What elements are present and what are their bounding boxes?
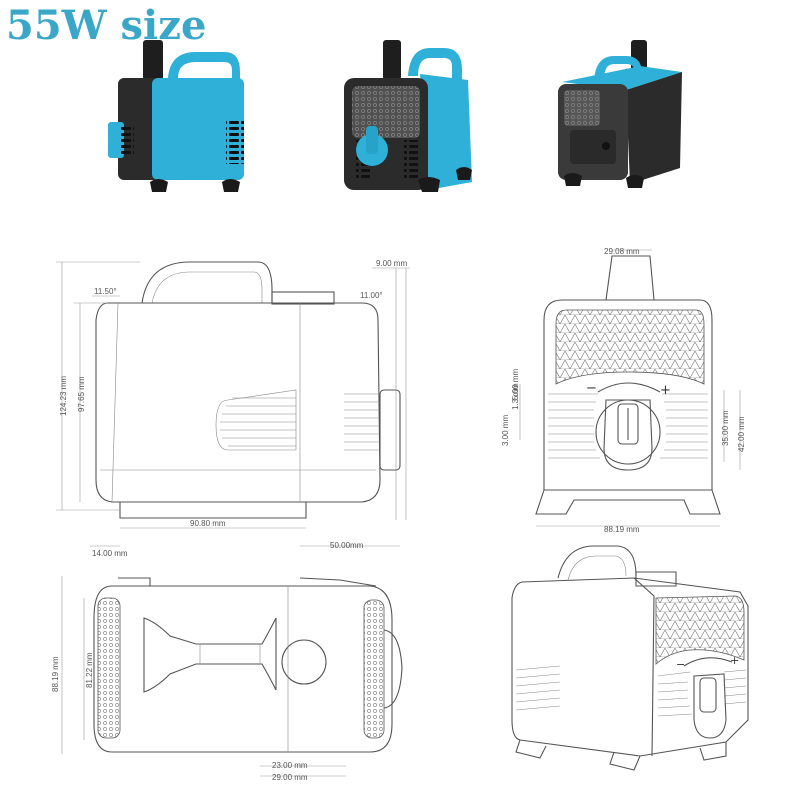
svg-text:+: + xyxy=(730,654,739,667)
svg-text:−: − xyxy=(586,381,597,396)
label-small-c: 3.00 mm xyxy=(501,415,510,446)
top-view-drawing xyxy=(61,576,403,777)
label-height-b: 42.00 mm xyxy=(737,416,746,452)
label-outlet-width: 29.08 mm xyxy=(604,247,640,256)
label-top-right: 9.00 mm xyxy=(376,259,407,268)
label-outlet-depth: 50.00mm xyxy=(330,541,364,550)
isometric-drawing: − + xyxy=(511,545,749,771)
label-small-a: 5.00 mm xyxy=(511,369,520,400)
svg-text:+: + xyxy=(660,383,671,398)
label-front-width: 88.19 mm xyxy=(604,525,640,534)
label-angle-right: 11.00° xyxy=(360,291,383,300)
label-height-body: 97.65 mm xyxy=(77,376,86,412)
photo-side-view xyxy=(108,40,244,192)
svg-text:−: − xyxy=(676,658,685,671)
page-title: 55W size xyxy=(6,2,207,49)
side-view-drawing xyxy=(56,261,410,547)
photo-rear-view xyxy=(558,40,682,188)
label-height-a: 35.00 mm xyxy=(721,410,730,446)
label-angle-left: 11.50° xyxy=(94,287,117,296)
label-small-b: 1.3 mm xyxy=(511,383,520,410)
label-base-length: 90.80 mm xyxy=(190,519,226,528)
label-top-depth-inner: 81.22 mm xyxy=(85,652,94,688)
front-view-drawing: − + xyxy=(519,249,741,527)
label-height-total: 124.23 mm xyxy=(59,376,68,416)
label-foot-offset: 14.00 mm xyxy=(92,549,128,558)
label-port-inner: 23.00 mm xyxy=(272,761,308,770)
label-port-outer: 29.00 mm xyxy=(272,773,308,782)
label-top-depth-total: 88.19 mm xyxy=(51,656,60,692)
photo-front-view xyxy=(344,40,472,192)
